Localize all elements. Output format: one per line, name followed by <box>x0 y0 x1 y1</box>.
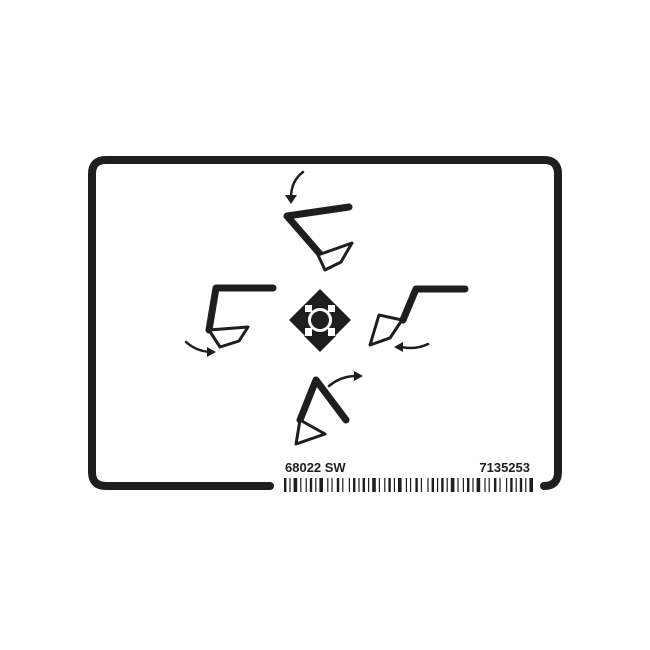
boom-raise-icon <box>283 170 354 272</box>
part-code-text: 68022 SW <box>285 460 346 475</box>
barcode <box>284 478 533 492</box>
joystick-control-icon <box>289 289 351 352</box>
part-number-text: 7135253 <box>479 460 530 475</box>
bucket-dump-icon <box>368 285 469 352</box>
bucket-curl-icon <box>184 284 277 357</box>
boom-lower-icon <box>294 371 363 446</box>
decal-border <box>88 156 562 490</box>
